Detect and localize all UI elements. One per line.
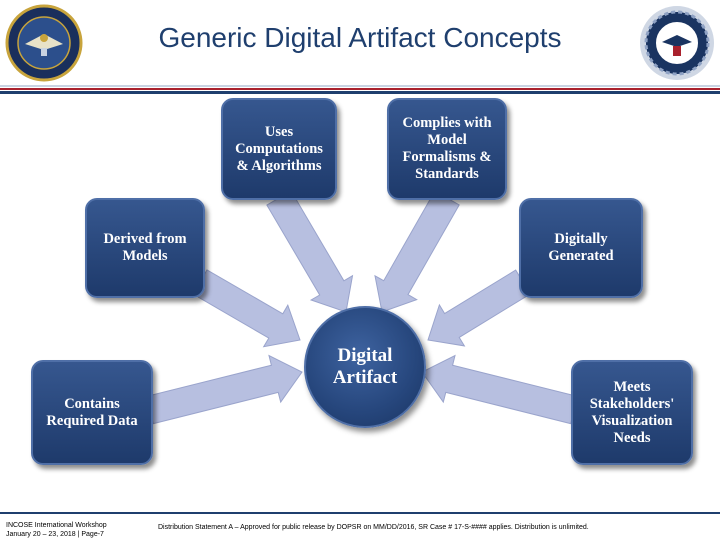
node-derived-from-models: Derived from Models	[85, 198, 205, 298]
arrow-contains	[145, 354, 303, 425]
dod-seal-icon	[5, 4, 83, 82]
footer-event: INCOSE International Workshop January 20…	[6, 521, 146, 539]
node-digitally-generated: Digitally Generated	[519, 198, 643, 298]
header-rule-red	[0, 88, 720, 90]
header-rule-light	[0, 85, 720, 87]
header-rule-blue	[0, 91, 720, 94]
arrow-meets	[421, 354, 579, 425]
slide-title: Generic Digital Artifact Concepts	[158, 22, 562, 53]
arrow-complies	[374, 190, 460, 313]
node-contains-required-data: Contains Required Data	[31, 360, 153, 465]
footer-event-date: January 20 – 23, 2018 | Page-7	[6, 531, 104, 538]
arrow-derived	[192, 269, 301, 348]
digital-engineering-seal-icon	[638, 4, 716, 82]
footer-event-name: INCOSE International Workshop	[6, 522, 107, 529]
arrow-uses	[266, 190, 354, 313]
distribution-statement: Distribution Statement A – Approved for …	[158, 524, 589, 531]
footer-rule	[0, 512, 720, 514]
node-complies-with-formalisms: Complies with Model Formalisms & Standar…	[387, 98, 507, 200]
arrow-digitally	[427, 269, 531, 347]
node-meets-stakeholders-needs: Meets Stakeholders' Visualization Needs	[571, 360, 693, 465]
node-uses-computations: Uses Computations & Algorithms	[221, 98, 337, 200]
center-digital-artifact: Digital Artifact	[304, 306, 426, 428]
